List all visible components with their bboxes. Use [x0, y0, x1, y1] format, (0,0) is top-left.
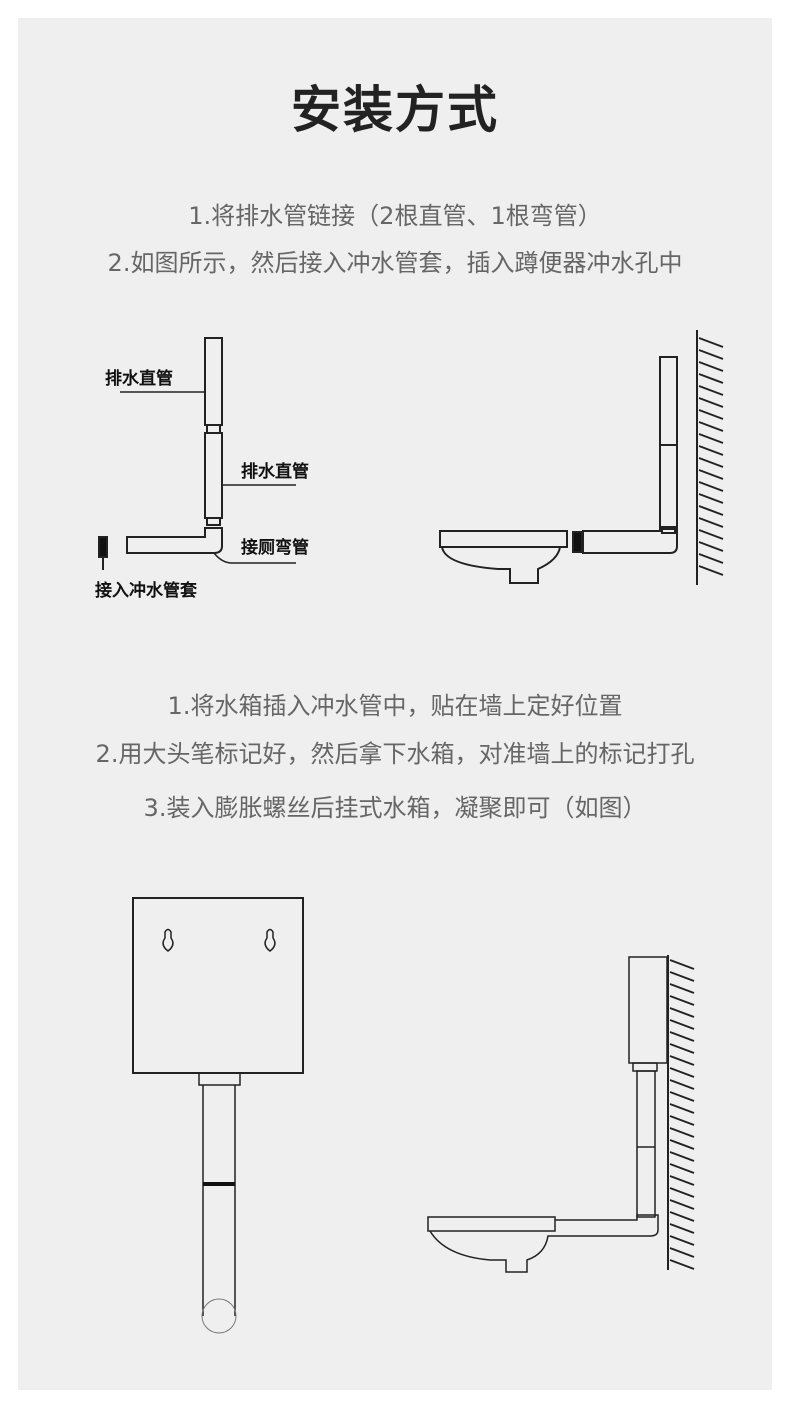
- wall-hatch: [698, 397, 724, 408]
- wall-hatch: [669, 1247, 695, 1258]
- wall-hatch: [669, 1019, 695, 1030]
- step-1-1: 1.将排水管链接（2根直管、1根弯管）: [188, 202, 602, 230]
- wall-hatch: [698, 349, 724, 360]
- wall-hatch: [698, 529, 724, 540]
- wall-hatch: [698, 385, 724, 396]
- background-panel: [18, 18, 772, 1390]
- wall-hatch: [698, 457, 724, 468]
- wall-hatch: [669, 1223, 695, 1234]
- wall-hatch: [669, 1199, 695, 1210]
- wall-hatch: [698, 445, 724, 456]
- wall-hatch: [669, 971, 695, 982]
- wall-hatch: [669, 1091, 695, 1102]
- pipe-installed-diagram: [439, 330, 724, 585]
- tank-installed-diagram: [427, 955, 695, 1273]
- wall-hatch: [669, 995, 695, 1006]
- wall-hatch: [669, 1055, 695, 1066]
- wall-hatch: [669, 1007, 695, 1018]
- step-2-3: 3.装入膨胀螺丝后挂式水箱，凝聚即可（如图）: [143, 794, 647, 822]
- wall-hatch: [698, 409, 724, 420]
- wall-hatch: [669, 1211, 695, 1222]
- wall-hatch: [669, 1163, 695, 1174]
- wall-hatch: [698, 553, 724, 564]
- wall-hatch: [669, 1031, 695, 1042]
- wall-hatch: [698, 541, 724, 552]
- label-lower-pipe: 排水直管: [241, 462, 309, 482]
- wall-hatch: [698, 337, 724, 348]
- wall-hatch: [669, 1115, 695, 1126]
- wall-hatch: [669, 1127, 695, 1138]
- wall-hatch: [698, 373, 724, 384]
- wall-hatch: [669, 1175, 695, 1186]
- wall-hatch: [698, 421, 724, 432]
- wall-hatch: [669, 1103, 695, 1114]
- wall-hatch: [698, 361, 724, 372]
- wall-hatch: [669, 1067, 695, 1078]
- wall-hatch: [698, 517, 724, 528]
- wall-hatch: [698, 505, 724, 516]
- page-title: 安装方式: [291, 81, 499, 139]
- wall-hatch: [669, 1187, 695, 1198]
- wall-hatch: [669, 1139, 695, 1150]
- step-2-2: 2.用大头笔标记好，然后拿下水箱，对准墙上的标记打孔: [95, 740, 695, 768]
- wall-hatch: [669, 1235, 695, 1246]
- tank-front-diagram: [132, 897, 304, 1334]
- wall-hatch: [698, 565, 724, 576]
- step-1-2: 2.如图所示，然后接入冲水管套，插入蹲便器冲水孔中: [107, 249, 683, 277]
- wall-hatch: [698, 493, 724, 504]
- wall-hatch: [669, 1043, 695, 1054]
- wall-hatch: [669, 1259, 695, 1270]
- wall-hatch: [669, 1151, 695, 1162]
- wall-hatch: [669, 959, 695, 970]
- wall-hatch: [698, 481, 724, 492]
- keyhole-icon: [264, 928, 276, 952]
- label-upper-pipe: 排水直管: [105, 369, 173, 389]
- pipe-assembly-diagram: [98, 337, 296, 570]
- step-2-1: 1.将水箱插入冲水管中，贴在墙上定好位置: [167, 692, 623, 720]
- wall-hatch: [669, 983, 695, 994]
- wall-hatch: [669, 1079, 695, 1090]
- label-elbow: 接厕弯管: [241, 538, 309, 558]
- keyhole-icon: [162, 928, 174, 952]
- label-sleeve: 接入冲水管套: [95, 581, 197, 601]
- wall-hatch: [698, 433, 724, 444]
- wall-hatch: [698, 469, 724, 480]
